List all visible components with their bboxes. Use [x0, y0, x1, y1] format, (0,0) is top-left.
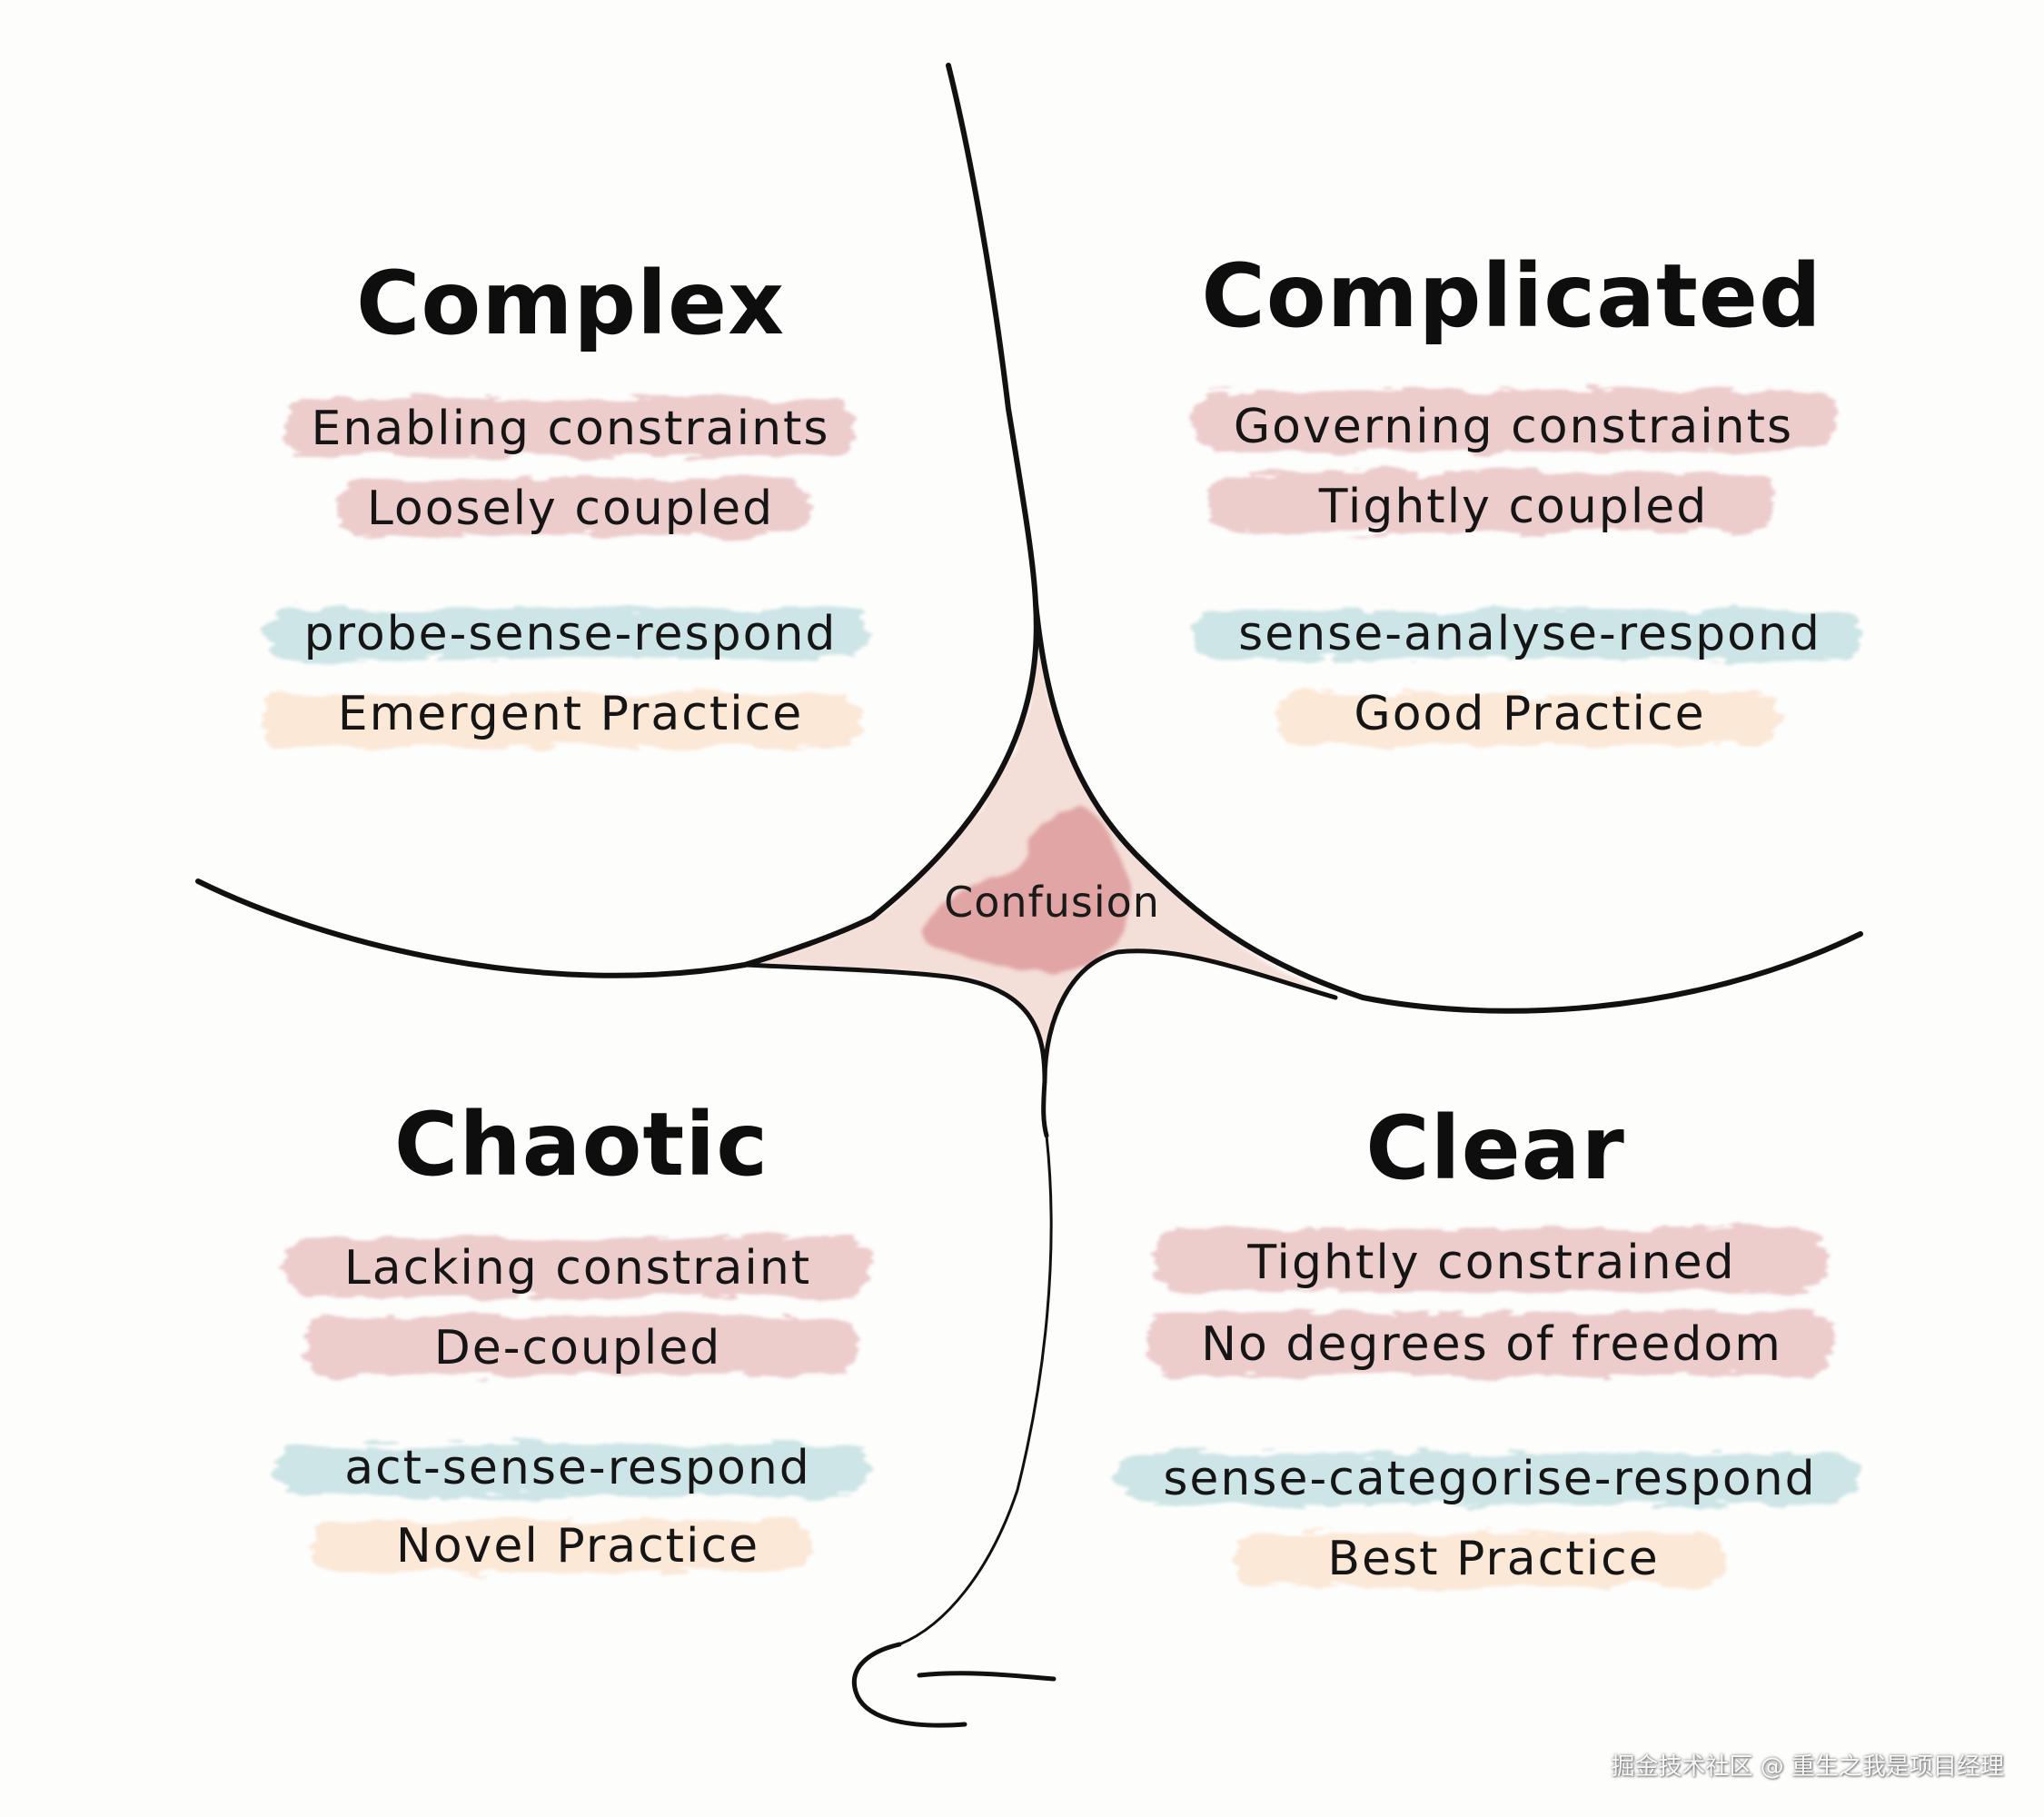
complex-method-label: probe-sense-respond [303, 607, 838, 661]
chaotic-practice-label: Novel Practice [395, 1519, 760, 1574]
chaotic-practice-highlight [311, 1521, 812, 1572]
clear-constraint-label: Tightly constrained [1247, 1236, 1736, 1290]
clear-method-highlight [1116, 1454, 1859, 1504]
complex-coupling-highlight [336, 478, 810, 536]
chaotic-method-label: act-sense-respond [344, 1441, 811, 1495]
complex-coupling-label: Loosely coupled [366, 482, 775, 536]
complicated-constraint-highlight [1192, 391, 1835, 451]
complex-practice-highlight [262, 694, 861, 747]
clear-title: Clear [1365, 1097, 1625, 1199]
chaotic-method-highlight [276, 1445, 868, 1495]
chaotic-coupling-label: De-coupled [433, 1321, 722, 1375]
center-lower-line-right [1042, 948, 1338, 1084]
complex-method-highlight [265, 609, 868, 660]
watermark-text: 掘金技术社区 @ 重生之我是项目经理 [1611, 1753, 2004, 1781]
complicated-highlights [1192, 391, 1860, 745]
boundary-lines-icon [195, 63, 1863, 1646]
complicated-practice-highlight [1275, 694, 1781, 745]
top-boundary-line [195, 63, 1039, 978]
complicated-method-label: sense-analyse-respond [1238, 607, 1821, 661]
confusion-core [923, 807, 1134, 972]
chaotic-constraint-label: Lacking constraint [343, 1241, 812, 1296]
complicated-coupling-label: Tightly coupled [1318, 480, 1709, 534]
complicated-method-highlight [1192, 611, 1860, 660]
complex-constraint-label: Enabling constraints [311, 402, 830, 456]
right-boundary-line [1033, 601, 1863, 1014]
bottom-boundary-line [898, 1134, 1053, 1646]
clear-highlights [1116, 1228, 1859, 1586]
complex-practice-label: Emergent Practice [337, 687, 804, 741]
clear-practice-highlight [1232, 1534, 1728, 1586]
complicated-title: Complicated [1201, 245, 1822, 347]
confusion-label: Confusion [944, 878, 1160, 927]
complicated-coupling-highlight [1208, 472, 1775, 532]
chaotic-constraint-highlight [285, 1237, 870, 1297]
complicated-constraint-label: Governing constraints [1233, 400, 1794, 454]
cliff-curl-icon [851, 1642, 1057, 1728]
complex-title: Complex [355, 253, 786, 354]
clear-practice-label: Best Practice [1327, 1532, 1660, 1586]
complex-constraint-highlight [283, 398, 854, 456]
clear-method-label: sense-categorise-respond [1163, 1452, 1817, 1506]
chaotic-highlights [276, 1237, 870, 1572]
complex-highlights [262, 398, 868, 747]
chaotic-coupling-highlight [305, 1316, 858, 1375]
clear-freedom-highlight [1146, 1312, 1835, 1375]
clear-constraint-highlight [1154, 1228, 1826, 1292]
complicated-practice-label: Good Practice [1354, 687, 1706, 741]
center-lower-line-left [742, 962, 1049, 1138]
clear-freedom-label: No degrees of freedom [1201, 1317, 1782, 1372]
chaotic-title: Chaotic [393, 1094, 769, 1196]
